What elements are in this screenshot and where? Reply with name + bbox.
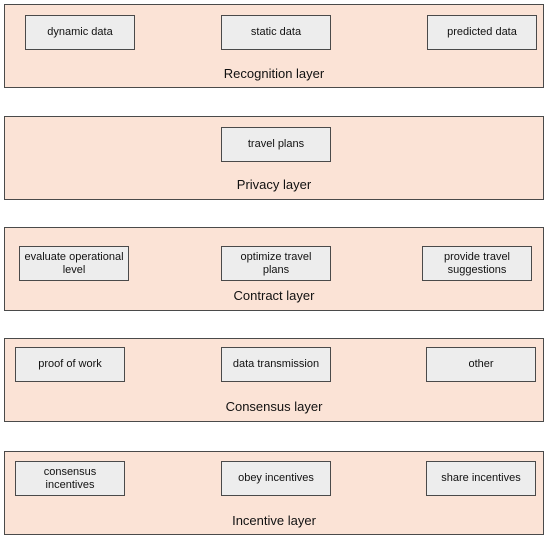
share-incentives-box: share incentives: [426, 461, 536, 496]
consensus-incentives-box: consensus incentives: [15, 461, 125, 496]
recognition-layer-label: Recognition layer: [223, 66, 325, 81]
recognition-layer: dynamic data static data predicted data …: [4, 4, 544, 88]
incentive-layer-label: Incentive layer: [232, 513, 316, 528]
predicted-data-box: predicted data: [427, 15, 537, 50]
incentive-layer: consensus incentives obey incentives sha…: [4, 451, 544, 535]
travel-plans-box: travel plans: [221, 127, 331, 162]
privacy-layer: travel plans Privacy layer: [4, 116, 544, 200]
proof-of-work-box: proof of work: [15, 347, 125, 382]
data-transmission-box: data transmission: [221, 347, 331, 382]
consensus-layer: proof of work data transmission other Co…: [4, 338, 544, 422]
contract-layer: evaluate operational level optimize trav…: [4, 227, 544, 311]
obey-incentives-box: obey incentives: [221, 461, 331, 496]
contract-layer-label: Contract layer: [233, 288, 315, 303]
consensus-layer-label: Consensus layer: [225, 399, 323, 414]
evaluate-operational-level-box: evaluate operational level: [19, 246, 129, 281]
optimize-travel-plans-box: optimize travel plans: [221, 246, 331, 281]
privacy-layer-label: Privacy layer: [236, 177, 312, 192]
dynamic-data-box: dynamic data: [25, 15, 135, 50]
provide-travel-suggestions-box: provide travel suggestions: [422, 246, 532, 281]
other-box: other: [426, 347, 536, 382]
static-data-box: static data: [221, 15, 331, 50]
